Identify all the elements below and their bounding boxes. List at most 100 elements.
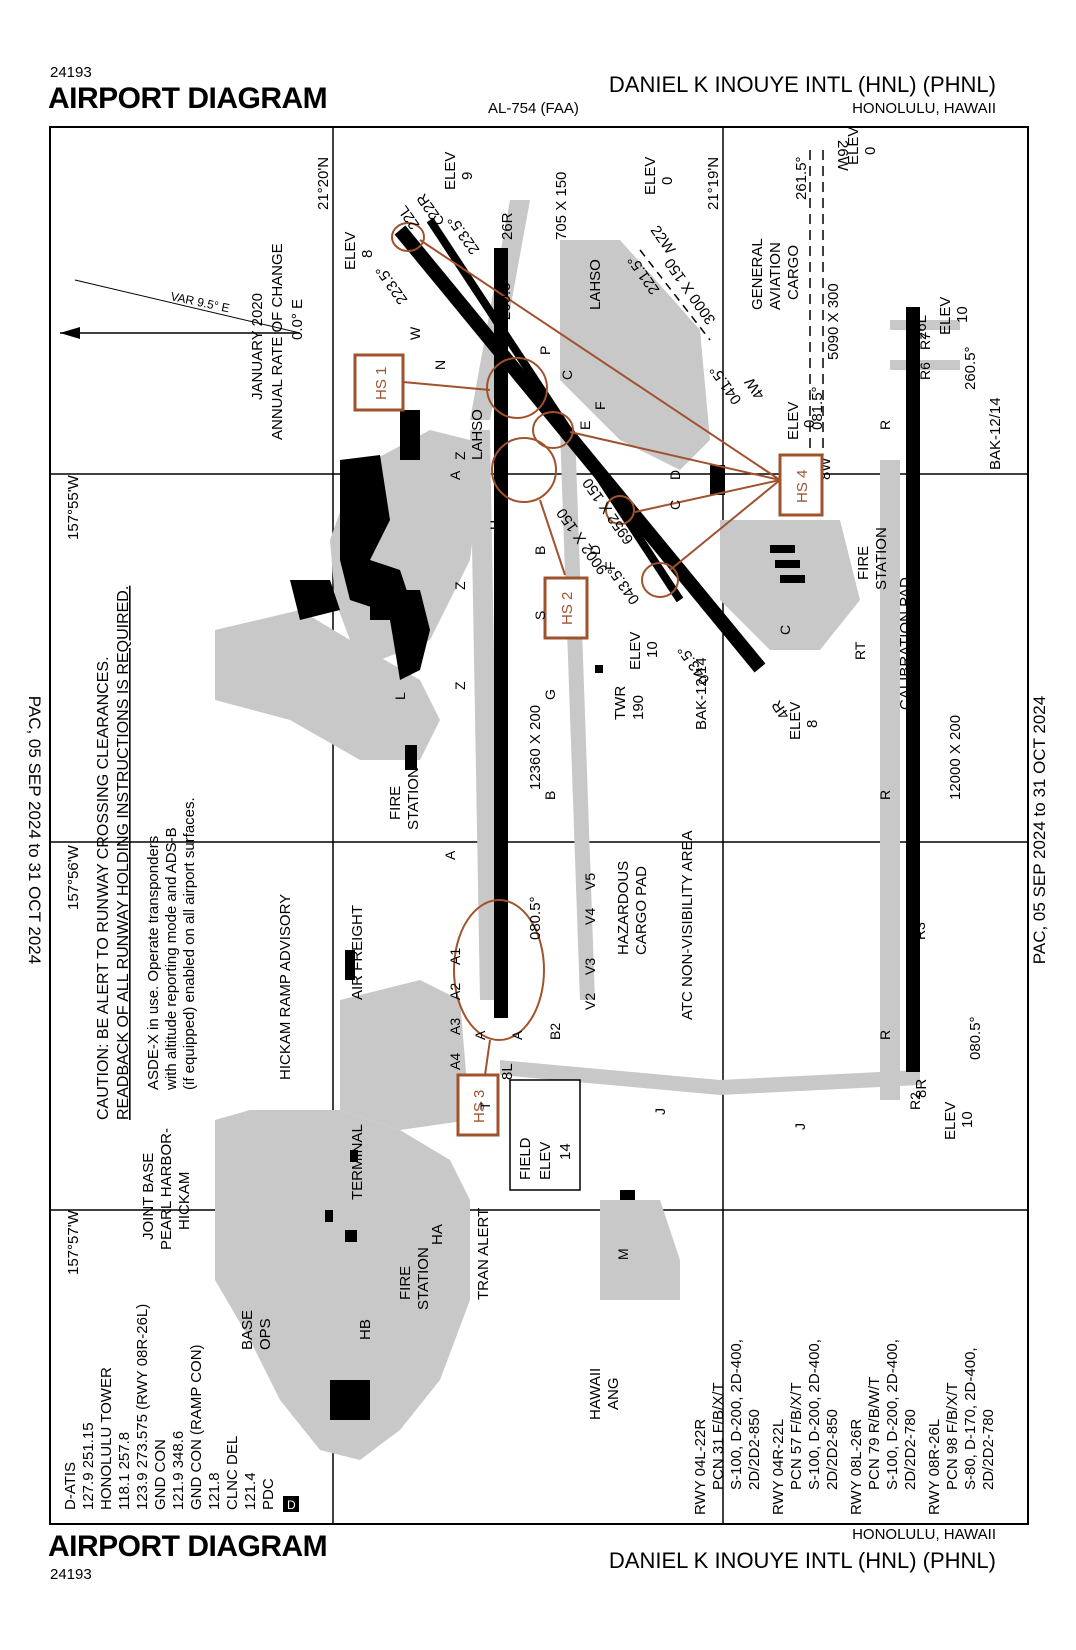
graticule	[50, 127, 1028, 1524]
taxiway-label-k: K	[530, 390, 546, 400]
hdg-8w: 081.5°	[809, 386, 826, 430]
elev-4r-label: ELEV	[787, 702, 804, 740]
taxiway-j	[500, 1060, 920, 1095]
fire-station-2-a: FIRE	[855, 546, 872, 580]
asde-line-3: (if equipped) enabled on all airport sur…	[181, 797, 198, 1090]
base-ops-2: OPS	[257, 1318, 274, 1350]
taxiway-label-r3: R3	[912, 922, 928, 940]
fire-station-3-b: STATION	[415, 1247, 432, 1310]
twr-label: TWR	[612, 686, 629, 720]
freq-9: CLNC DEL	[224, 1436, 241, 1510]
runway-08r-26l	[906, 307, 920, 1072]
ga-1: GENERAL	[749, 238, 766, 310]
hawaii-ang-2: ANG	[605, 1377, 622, 1410]
taxiway-label-c-1: C	[559, 370, 575, 380]
rwy-info-15: 2D/2D2-780	[980, 1409, 997, 1490]
freq-7: GND CON (RAMP CON)	[188, 1344, 205, 1510]
freq-2: HONOLULU TOWER	[98, 1367, 115, 1510]
elev-26l-label: ELEV	[937, 297, 954, 335]
hs4-line-2	[569, 431, 781, 481]
freq-0: D-ATIS	[62, 1462, 79, 1510]
field-elev-box: FIELD ELEV 14	[509, 1079, 581, 1191]
rwy-info-14: S-80, D-170, 2D-400,	[962, 1347, 979, 1490]
hs3-line	[484, 1039, 491, 1076]
chart-number-top: 24193	[50, 64, 92, 81]
taxiway-label-a-3: A	[472, 1030, 488, 1040]
elev-8r-value: 10	[959, 1111, 976, 1128]
rate-label: ANNUAL RATE OF CHANGE	[269, 243, 286, 440]
rwy-info-8: RWY 08L-26R	[848, 1419, 865, 1515]
apron-air-freight	[340, 980, 470, 1130]
building-4	[405, 745, 417, 770]
taxiway-label-a-1: A	[447, 470, 463, 480]
runways	[394, 150, 920, 1072]
hdg-22l: 223.5°	[372, 262, 411, 307]
taxiway-label-r5: R5	[907, 522, 923, 540]
hdg-26r: 260.5°	[497, 276, 514, 320]
rwy-8l-label: 8L	[499, 1063, 516, 1080]
fire-station-1-a: FIRE	[387, 786, 404, 820]
building-5	[710, 465, 725, 495]
taxiway-label-b-2: B	[542, 791, 558, 800]
rwy-8w-dim: 5090 X 300	[825, 283, 842, 360]
rwy-info-11: 2D/2D2-780	[902, 1409, 919, 1490]
taxiway-label-p: P	[537, 346, 553, 355]
rate-value: 0.0° E	[289, 299, 306, 340]
epoch-label: JANUARY 2020	[249, 293, 266, 400]
building-3	[345, 950, 355, 980]
taxiway-label-rt: RT	[852, 641, 868, 660]
hotspot-ring-hs3	[453, 899, 545, 1041]
var-label: VAR 9.5° E	[169, 289, 231, 315]
apron-west	[215, 610, 440, 760]
hotspots-circles	[391, 222, 781, 1076]
hotspot-ring-22	[391, 222, 425, 252]
elev-8r-label: ELEV	[942, 1102, 959, 1140]
hdg-8l: 080.5°	[527, 896, 544, 940]
taxiway-label-b2: B2	[547, 1023, 563, 1040]
airport-name: DANIEL K INOUYE INTL (HNL) (PHNL)	[608, 72, 996, 97]
taxiway-label-g: G	[542, 689, 558, 700]
asde-line-2: with altitude reporting mode and ADS-B	[163, 827, 180, 1091]
taxiway-label-a-4: A	[509, 1030, 525, 1040]
taxiway-label-e: E	[577, 421, 593, 430]
building-12	[325, 1210, 333, 1222]
taxiway-label-l: L	[392, 692, 408, 700]
hs2-line	[539, 499, 566, 576]
hazardous-1: HAZARDOUS	[615, 861, 632, 955]
lon-label-1: 157°55'W	[65, 474, 82, 540]
elev-4l-value: 10	[644, 641, 661, 658]
elev-22r-value: 9	[459, 172, 476, 180]
rwy-info-1: PCN 31 F/B/X/T	[710, 1382, 727, 1490]
freq-4: 123.9 273.575 (RWY 08R-26L)	[134, 1304, 151, 1510]
asde-line-1: ASDE-X in use. Operate transponders	[145, 836, 162, 1090]
hotspot-ring-f	[641, 562, 679, 598]
taxiway-label-a2: A2	[447, 983, 463, 1000]
hotspot-ring-e	[532, 411, 574, 449]
building-10	[350, 1150, 358, 1162]
building-twr	[595, 665, 603, 673]
taxiway-label-b-1: B	[532, 546, 548, 555]
elev-4l-label: ELEV	[627, 632, 644, 670]
rwy-info-3: 2D/2D2-850	[746, 1409, 763, 1490]
runway-08l-26r	[494, 248, 508, 1018]
elev-26w-label: ELEV	[845, 127, 862, 165]
taxiway-label-c-3: C	[777, 625, 793, 635]
building-11	[345, 1230, 357, 1242]
building-6	[770, 545, 795, 553]
elev-4r-value: 8	[804, 720, 821, 728]
taxiway-a	[470, 430, 500, 1000]
rwy-26w-label: 26W	[834, 140, 851, 172]
joint-base-2: PEARL HARBOR-	[158, 1128, 175, 1250]
hs4-line-1	[419, 239, 781, 481]
hs4-line-3	[634, 479, 781, 513]
d-box	[283, 1496, 299, 1512]
taxiway-label-r6: R6	[917, 362, 933, 380]
fire-station-2-b: STATION	[873, 527, 890, 590]
buildings	[290, 410, 805, 1420]
ga-3: CARGO	[785, 245, 802, 300]
taxiway-label-m: M	[615, 1248, 631, 1260]
rwy-8r-label: 8R	[913, 1079, 930, 1098]
tran-alert: TRAN ALERT	[475, 1208, 492, 1300]
rwy-info-13: PCN 98 F/B/X/T	[944, 1382, 961, 1490]
taxiway-r	[880, 460, 900, 1100]
